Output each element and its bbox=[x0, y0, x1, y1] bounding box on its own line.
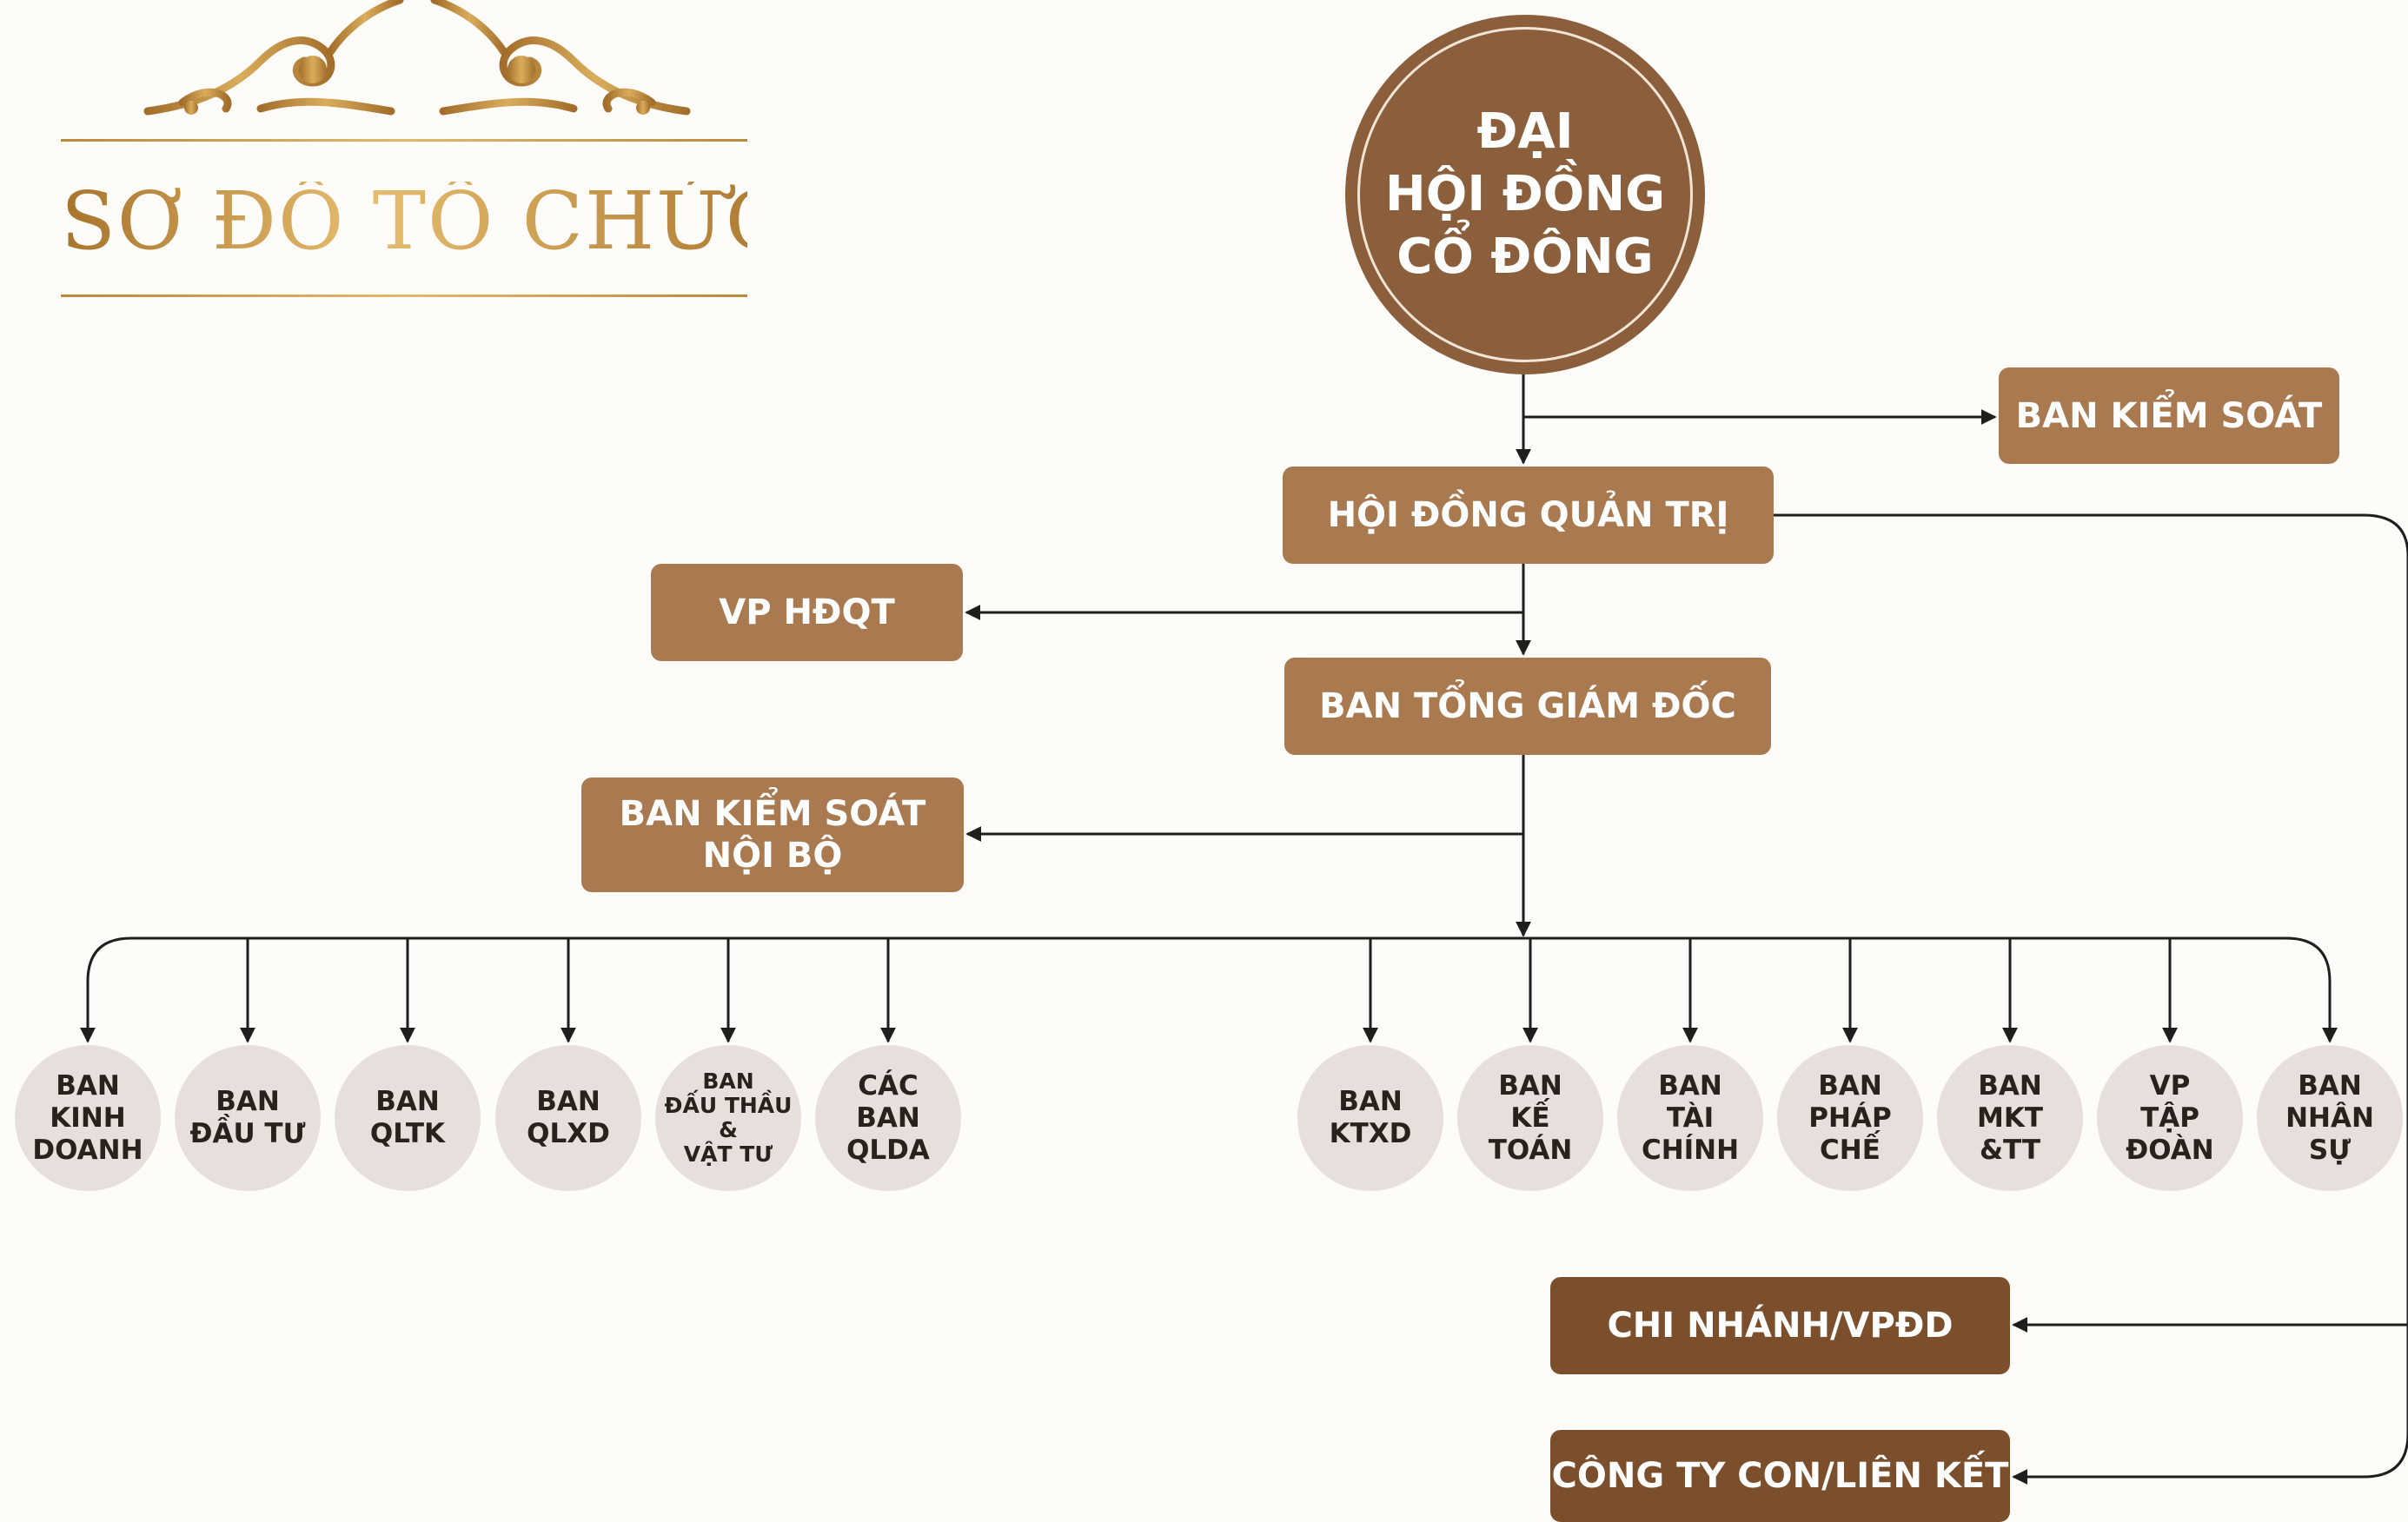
department-node: BAN ĐẦU TƯ bbox=[175, 1045, 321, 1191]
department-node: BAN MKT &TT bbox=[1937, 1045, 2083, 1191]
shareholders-meeting-label: ĐẠI HỘI ĐỒNG CỔ ĐÔNG bbox=[1384, 103, 1666, 285]
title-top-rule bbox=[61, 139, 747, 142]
department-node: VP TẬP ĐOÀN bbox=[2097, 1045, 2243, 1191]
supervisory-board-node: BAN KIỂM SOÁT bbox=[1999, 367, 2339, 464]
department-node: BAN TÀI CHÍNH bbox=[1617, 1045, 1763, 1191]
baroque-scroll-ornament-icon bbox=[143, 0, 691, 116]
department-node: BAN KẾ TOÁN bbox=[1457, 1045, 1603, 1191]
title-bottom-rule bbox=[61, 294, 747, 297]
department-node: BAN PHÁP CHẾ bbox=[1777, 1045, 1923, 1191]
internal-control-node: BAN KIỂM SOÁT NỘI BỘ bbox=[581, 778, 964, 892]
shareholders-meeting-node: ĐẠI HỘI ĐỒNG CỔ ĐÔNG bbox=[1345, 15, 1705, 374]
title-block: SƠ ĐỒ TỔ CHỨC bbox=[61, 139, 789, 297]
department-node: BAN QLTK bbox=[335, 1045, 481, 1191]
department-node: BAN KINH DOANH bbox=[15, 1045, 161, 1191]
department-node: BAN ĐẤU THẦU & VẬT TƯ bbox=[655, 1045, 801, 1191]
department-node: BAN QLXD bbox=[495, 1045, 641, 1191]
department-node: BAN NHÂN SỰ bbox=[2257, 1045, 2403, 1191]
connector-to-department bbox=[2285, 936, 2338, 1043]
connector-to-department bbox=[80, 936, 132, 1043]
board-of-directors-node: HỘI ĐỒNG QUẢN TRỊ bbox=[1283, 467, 1774, 564]
connector-to-subsidiaries bbox=[1774, 513, 2408, 1485]
branches-node: CHI NHÁNH/VPĐD bbox=[1550, 1277, 2010, 1374]
general-management-node: BAN TỔNG GIÁM ĐỐC bbox=[1284, 658, 1771, 755]
department-node: BAN KTXD bbox=[1297, 1045, 1443, 1191]
subsidiaries-node: CÔNG TY CON/LIÊN KẾT bbox=[1550, 1430, 2010, 1522]
page-title: SƠ ĐỒ TỔ CHỨC bbox=[61, 175, 789, 268]
board-office-node: VP HĐQT bbox=[651, 564, 963, 661]
department-node: CÁC BAN QLDA bbox=[815, 1045, 961, 1191]
